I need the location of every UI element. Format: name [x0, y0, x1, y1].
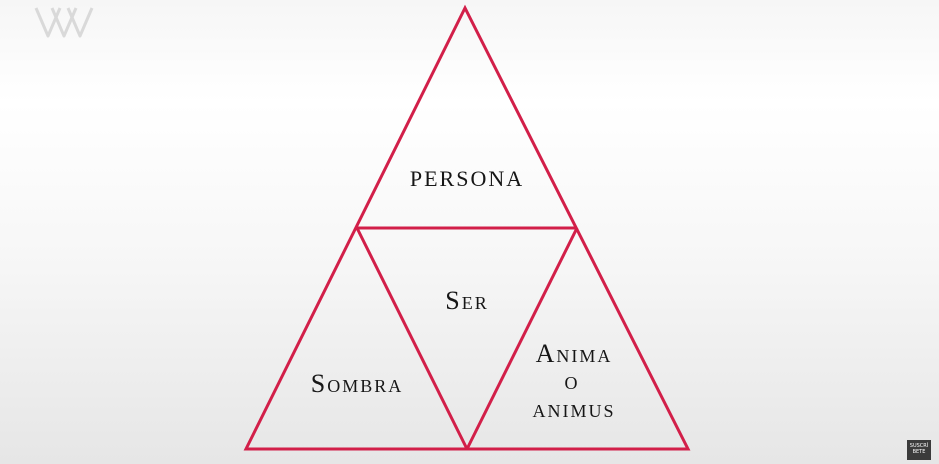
subscribe-button[interactable]: SUSCRÍ BETE [907, 440, 931, 460]
o-label: o [565, 366, 580, 395]
animus-label: animus [532, 394, 615, 423]
channel-logo-icon [34, 7, 94, 38]
anima-label: Anima [536, 339, 613, 368]
ser-label: Ser [445, 286, 488, 315]
sombra-label: Sombra [311, 369, 403, 398]
persona-label: PERSONA [410, 166, 524, 191]
left-inner-line [355, 227, 469, 450]
right-inner-line [465, 227, 579, 450]
